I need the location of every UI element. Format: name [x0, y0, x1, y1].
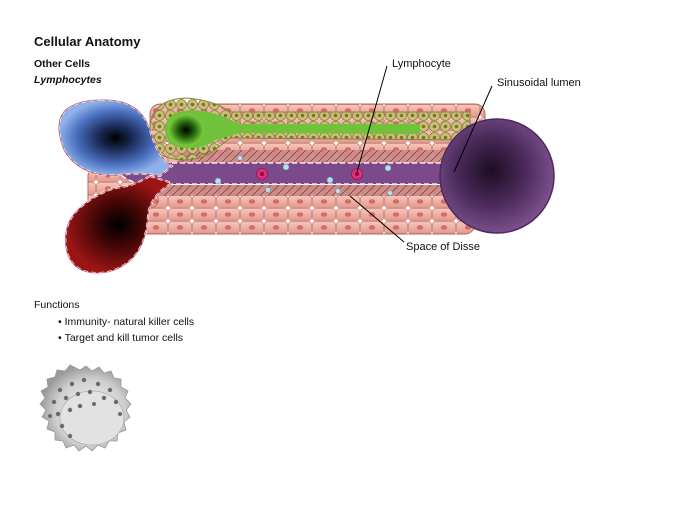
lymphocyte-illustration	[39, 364, 132, 452]
label-lymphocyte: Lymphocyte	[392, 58, 451, 70]
space-of-disse-upper	[180, 150, 470, 162]
space-of-disse-lower	[160, 185, 460, 196]
callout-line-lymphocyte	[356, 65, 388, 173]
slide-title: Cellular Anatomy	[34, 34, 141, 49]
subsection-title: Lymphocytes	[34, 74, 102, 86]
label-space-of-disse: Space of Disse	[406, 241, 480, 253]
function-item: Immunity- natural killer cells	[58, 316, 195, 328]
callout-line-disse	[349, 195, 405, 243]
bile-canaliculus	[165, 110, 420, 148]
functions-list: Immunity- natural killer cells Target an…	[58, 316, 195, 348]
section-title: Other Cells	[34, 58, 91, 70]
callout-line-sinusoidal	[453, 85, 493, 173]
central-vein	[439, 118, 555, 234]
label-sinusoidal-lumen: Sinusoidal lumen	[497, 77, 581, 89]
function-item: Target and kill tumor cells	[58, 332, 194, 344]
kupffer-cell-marks	[214, 155, 393, 196]
bile-duct-lumen	[168, 114, 204, 146]
functions-heading: Functions	[34, 299, 80, 311]
lymphocyte-cells	[256, 168, 363, 180]
